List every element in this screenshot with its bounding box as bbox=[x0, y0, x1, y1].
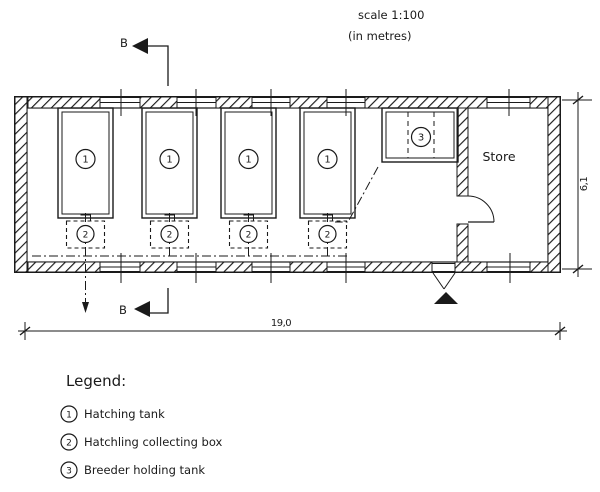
wall-segment bbox=[529, 96, 549, 109]
wall-segment bbox=[289, 261, 328, 273]
box-number: 2 bbox=[246, 231, 252, 241]
breeder-holding-tank: 3 bbox=[381, 107, 459, 163]
wall-segment bbox=[215, 261, 253, 273]
wall-segment bbox=[289, 96, 328, 109]
dim-tick bbox=[572, 95, 584, 105]
bottom-window-ticks bbox=[120, 253, 511, 283]
drain-outlet-arrow-icon bbox=[82, 302, 89, 313]
building-inner-wall bbox=[26, 107, 549, 263]
building-outer-wall bbox=[14, 96, 561, 273]
tank-number-badge bbox=[410, 126, 432, 148]
wall-segment bbox=[529, 261, 549, 273]
box-number: 2 bbox=[325, 231, 331, 241]
tank-number-badge bbox=[159, 148, 180, 170]
section-line bbox=[150, 288, 169, 314]
legend-number-badge bbox=[60, 461, 78, 479]
legend-number: 3 bbox=[66, 467, 72, 477]
legend-title: Legend: bbox=[66, 372, 126, 390]
box-number: 2 bbox=[83, 231, 89, 241]
hatching-tank: 1 bbox=[57, 107, 114, 219]
collecting-box: 2 bbox=[228, 220, 269, 249]
legend-number: 2 bbox=[66, 439, 72, 449]
tank-number-badge bbox=[238, 148, 259, 170]
section-arrow-icon bbox=[134, 301, 150, 317]
wall-segment bbox=[139, 261, 178, 273]
wall-segment bbox=[27, 96, 101, 109]
door-arc bbox=[467, 195, 495, 223]
legend-number-badge bbox=[60, 405, 78, 423]
legend: Legend: 1 Hatching tank 2 Hatchling coll… bbox=[60, 372, 223, 479]
section-line bbox=[148, 45, 169, 86]
breeder-drain-line bbox=[335, 166, 379, 223]
dim-tick bbox=[554, 326, 566, 336]
legend-item-label: Hatchling collecting box bbox=[84, 435, 223, 449]
wall-segment bbox=[364, 96, 488, 109]
tank-number: 1 bbox=[324, 155, 330, 166]
collecting-box: 2 bbox=[65, 220, 106, 249]
legend-item-label: Hatching tank bbox=[84, 407, 165, 421]
section-marker-b-bottom: B bbox=[119, 288, 169, 317]
door-swing bbox=[432, 272, 456, 290]
box-number-badge bbox=[160, 224, 179, 244]
tank-number: 3 bbox=[418, 133, 424, 144]
hatching-tank: 1 bbox=[141, 107, 198, 219]
legend-item: 1 Hatching tank bbox=[60, 405, 165, 423]
box-number-badge bbox=[76, 224, 95, 244]
dimension-width-label: 19,0 bbox=[271, 318, 291, 329]
tank-number-badge bbox=[75, 148, 96, 170]
scale-label: scale 1:100 bbox=[358, 8, 424, 22]
box-number: 2 bbox=[167, 231, 173, 241]
section-b-bottom-label: B bbox=[119, 303, 127, 317]
dimension-depth-label: 6,1 bbox=[579, 177, 590, 192]
top-window-ticks bbox=[120, 89, 510, 116]
store-door-swing bbox=[467, 195, 495, 223]
tank-outlets bbox=[80, 214, 333, 221]
entrance-arrow-icon bbox=[434, 292, 458, 304]
entrance-door bbox=[432, 272, 458, 304]
units-label: (in metres) bbox=[348, 29, 411, 43]
legend-number: 1 bbox=[66, 411, 72, 421]
wall-segment bbox=[27, 261, 101, 273]
hatching-tank: 1 bbox=[299, 107, 356, 219]
legend-item-label: Breeder holding tank bbox=[84, 463, 205, 477]
box-number-badge bbox=[239, 224, 258, 244]
wall-segment bbox=[139, 96, 178, 109]
dim-tick bbox=[19, 326, 31, 336]
right-wall bbox=[547, 96, 561, 273]
dimension-depth: 6,1 bbox=[562, 92, 592, 277]
collecting-boxes: 2 2 2 2 bbox=[65, 220, 348, 249]
dimension-width: 19,0 bbox=[18, 318, 567, 340]
wall-segment bbox=[215, 96, 253, 109]
wall-segment bbox=[456, 107, 469, 197]
legend-number-badge bbox=[60, 433, 78, 451]
collecting-box: 2 bbox=[149, 220, 190, 249]
tank-number-badge bbox=[317, 148, 338, 170]
tank-number: 1 bbox=[82, 155, 88, 166]
wall-segment bbox=[456, 223, 469, 263]
wall-segment bbox=[364, 261, 433, 273]
tank-dividers bbox=[407, 112, 435, 158]
section-marker-b-top: B bbox=[120, 36, 169, 86]
dim-tick bbox=[572, 264, 584, 274]
interior-wall bbox=[456, 107, 469, 263]
hatching-tank: 1 bbox=[220, 107, 277, 219]
wall-segment bbox=[454, 261, 488, 273]
store-room-label: Store bbox=[482, 149, 515, 164]
section-b-top-label: B bbox=[120, 36, 128, 50]
hatching-tanks: 1 1 1 1 bbox=[57, 107, 356, 219]
tank-number: 1 bbox=[245, 155, 251, 166]
tank-number: 1 bbox=[166, 155, 172, 166]
collecting-box: 2 bbox=[307, 220, 348, 249]
left-wall bbox=[14, 96, 28, 273]
legend-item: 3 Breeder holding tank bbox=[60, 461, 205, 479]
box-number-badge bbox=[318, 224, 337, 244]
legend-item: 2 Hatchling collecting box bbox=[60, 433, 223, 451]
section-arrow-icon bbox=[132, 38, 148, 54]
